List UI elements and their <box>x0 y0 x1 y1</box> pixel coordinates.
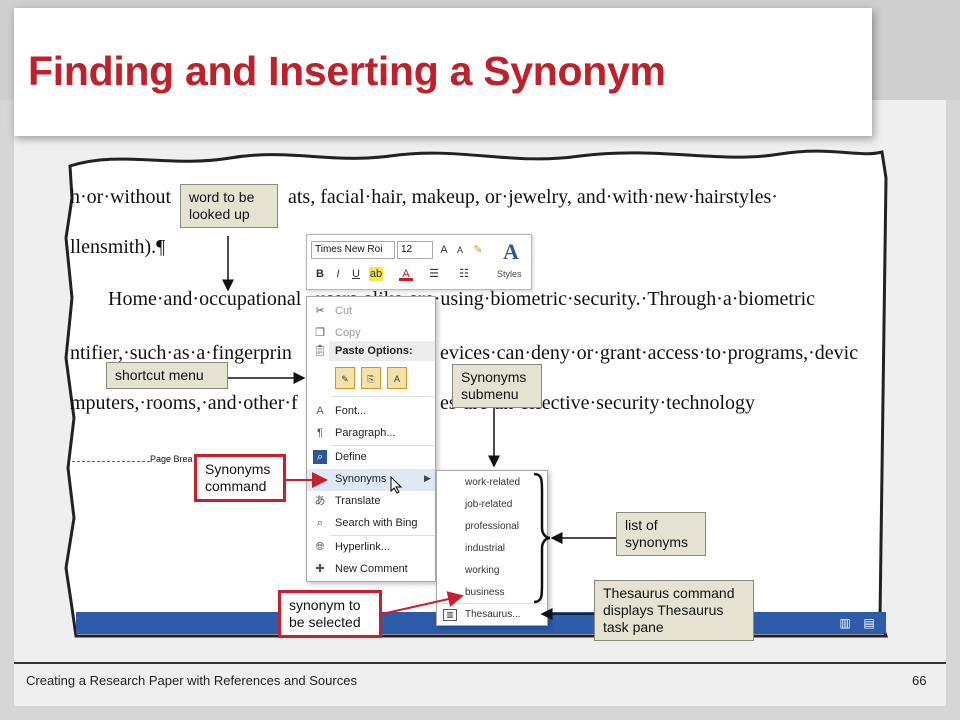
submenu-separator <box>441 603 545 604</box>
merge-formatting-icon[interactable]: ⎘ <box>361 367 381 389</box>
styles-icon[interactable]: A <box>503 239 519 264</box>
brace-shape <box>533 472 551 604</box>
menu-item-new-comment[interactable]: ✚ New Comment <box>307 559 435 581</box>
submenu-arrow-icon: ▶ <box>424 473 431 483</box>
menu-item-search-bing[interactable]: ⌕ Search with Bing <box>307 513 435 535</box>
highlight-icon[interactable]: ab <box>369 267 383 281</box>
menu-item-copy[interactable]: ❐ Copy <box>307 323 435 345</box>
page-break-line <box>72 461 150 462</box>
callout-list-of-synonyms: list of synonyms <box>616 512 706 556</box>
menu-label-cut: Cut <box>335 305 353 317</box>
callout-synonyms-submenu: Synonyms submenu <box>452 364 542 408</box>
menu-separator <box>331 535 435 536</box>
synonym-item[interactable]: industrial <box>465 543 506 554</box>
synonyms-icon <box>313 472 327 486</box>
hyperlink-icon: 🌐︎ <box>315 541 325 553</box>
menu-label-new-comment: New Comment <box>335 563 408 575</box>
doc-line-5a: mputers,·rooms,·and·other·f <box>70 392 298 414</box>
word-screenshot: h·or·without ats, facial·hair, makeup, o… <box>60 138 890 648</box>
synonym-item[interactable]: work-related <box>465 477 521 488</box>
bullets-icon[interactable]: ☰ <box>429 268 439 280</box>
synonym-item[interactable]: job-related <box>465 499 513 510</box>
font-size-box[interactable]: 12 <box>397 241 433 259</box>
footer-rule <box>14 662 946 664</box>
italic-button[interactable]: I <box>336 268 340 280</box>
callout-word-lookup: word to be looked up <box>180 184 278 228</box>
mini-toolbar: Times New Roi 12 A A ✎ B I U ab A ☰ ☷ A … <box>306 234 532 290</box>
menu-item-cut[interactable]: ✂ Cut <box>307 301 435 323</box>
menu-separator <box>331 445 435 446</box>
grow-font-icon[interactable]: A <box>440 244 448 256</box>
clipboard-icon: 📋︎ <box>313 345 327 357</box>
doc-line-3b: users·alike·are·using·biometric·security… <box>316 288 816 310</box>
numbering-icon[interactable]: ☷ <box>459 268 469 280</box>
synonym-item-business[interactable]: business <box>465 587 505 598</box>
translate-icon: あ <box>314 495 326 507</box>
menu-label-font: Font... <box>335 405 367 417</box>
doc-line-3a: Home·and·occupational <box>108 288 302 310</box>
menu-label-copy: Copy <box>335 327 361 339</box>
styles-label: Styles <box>497 269 522 279</box>
menu-label-synonyms: Synonyms <box>335 473 387 485</box>
paste-options-header: Paste Options: <box>329 341 435 361</box>
menu-item-hyperlink[interactable]: 🌐︎ Hyperlink... <box>307 537 435 559</box>
menu-label-hyperlink: Hyperlink... <box>335 541 391 553</box>
font-name-box[interactable]: Times New Roi <box>311 241 395 259</box>
read-mode-icon[interactable]: ▥ <box>839 616 851 630</box>
menu-label-search-bing: Search with Bing <box>335 517 418 529</box>
menu-item-paragraph[interactable]: ¶ Paragraph... <box>307 423 435 445</box>
paragraph-icon: ¶ <box>317 427 323 439</box>
scissors-icon: ✂ <box>315 305 325 317</box>
print-layout-icon[interactable]: ▤ <box>863 616 875 630</box>
doc-line-1b: ats, facial·hair, makeup, or·jewelry, an… <box>288 186 778 208</box>
menu-label-translate: Translate <box>335 495 381 507</box>
slide-title: Finding and Inserting a Synonym <box>28 48 666 94</box>
bold-button[interactable]: B <box>316 268 324 280</box>
mouse-pointer-icon <box>390 476 402 494</box>
synonym-item[interactable]: working <box>465 565 500 576</box>
synonym-item[interactable]: professional <box>465 521 519 532</box>
copy-icon: ❐ <box>315 327 325 339</box>
shortcut-menu: ✂ Cut ❐ Copy 📋︎ Paste Options: ✎ ⎘ A A F… <box>306 296 436 582</box>
keep-source-formatting-icon[interactable]: ✎ <box>335 367 355 389</box>
font-icon: A <box>316 405 324 417</box>
menu-item-font[interactable]: A Font... <box>307 401 435 423</box>
doc-line-1a: h·or·without <box>70 186 172 208</box>
callout-synonyms-command: Synonyms command <box>194 454 286 502</box>
menu-separator <box>331 396 435 397</box>
keep-text-only-icon[interactable]: A <box>387 367 407 389</box>
doc-line-2: llensmith).¶ <box>70 236 166 258</box>
callout-shortcut-menu: shortcut menu <box>106 362 228 389</box>
menu-item-translate[interactable]: あ Translate <box>307 491 435 513</box>
define-icon: ⌕ <box>313 450 327 464</box>
page-break-label: Page Brea <box>150 454 193 464</box>
search-icon: ⌕ <box>316 517 324 529</box>
menu-item-define[interactable]: ⌕ Define <box>307 447 435 469</box>
format-painter-icon[interactable]: ✎ <box>473 244 483 256</box>
menu-label-paragraph: Paragraph... <box>335 427 396 439</box>
menu-item-synonyms[interactable]: Synonyms ▶ <box>307 469 435 491</box>
footer-text: Creating a Research Paper with Reference… <box>26 673 357 688</box>
thesaurus-icon: ▥ <box>443 609 457 621</box>
shrink-font-icon[interactable]: A <box>456 245 463 255</box>
doc-line-4b: evices·can·deny·or·grant·access·to·progr… <box>440 342 859 364</box>
thesaurus-command[interactable]: Thesaurus... <box>465 609 521 620</box>
font-color-icon[interactable]: A <box>399 267 413 281</box>
menu-label-define: Define <box>335 451 367 463</box>
title-box <box>14 8 872 136</box>
doc-line-4a: ntifier,·such·as·a·fingerprin <box>70 342 292 364</box>
callout-thesaurus-command: Thesaurus command displays Thesaurus tas… <box>594 580 754 641</box>
comment-icon: ✚ <box>315 563 325 575</box>
callout-synonym-selected: synonym to be selected <box>278 590 382 638</box>
underline-button[interactable]: U <box>352 268 360 280</box>
page-number: 66 <box>912 673 927 688</box>
